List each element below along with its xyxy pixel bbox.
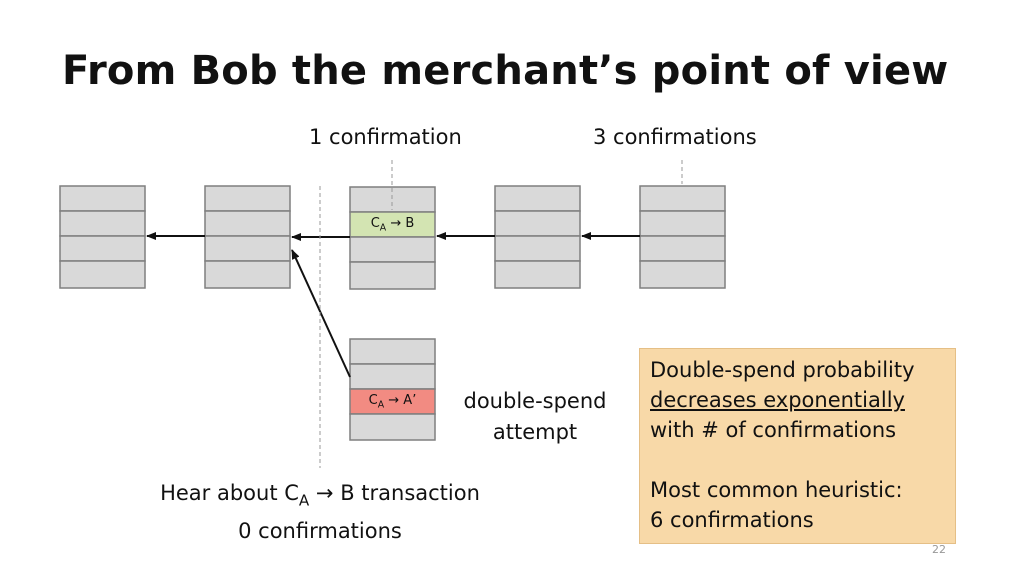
one-confirmation-label: 1 confirmation xyxy=(309,125,462,149)
tx-ca-to-a-prime-label: CA → A’ xyxy=(368,393,417,411)
callout-line-2: decreases exponentially xyxy=(650,388,905,412)
tx-ca-to-b-label: CA → B xyxy=(370,216,415,234)
double-spend-label: double-spend attempt xyxy=(463,389,607,444)
slide-title: From Bob the merchant’s point of view xyxy=(62,48,949,94)
callout-line-4: Most common heuristic: xyxy=(650,478,903,502)
arrow-fork-to-2 xyxy=(291,249,351,378)
callout-line-3: with # of confirmations xyxy=(650,418,897,442)
callout-line-1: Double-spend probability xyxy=(650,358,915,382)
block-5 xyxy=(639,185,726,289)
page-number: 22 xyxy=(932,543,946,556)
block-1 xyxy=(59,185,146,289)
callout-line-5: 6 confirmations xyxy=(650,508,814,532)
block-2 xyxy=(204,185,291,289)
fork-block xyxy=(349,338,436,441)
block-4 xyxy=(494,185,581,289)
three-confirmations-label: 3 confirmations xyxy=(593,125,757,149)
hear-about-label: Hear about CA → B transaction 0 confirma… xyxy=(160,481,480,544)
callout-box: Double-spend probability decreases expon… xyxy=(639,348,956,544)
